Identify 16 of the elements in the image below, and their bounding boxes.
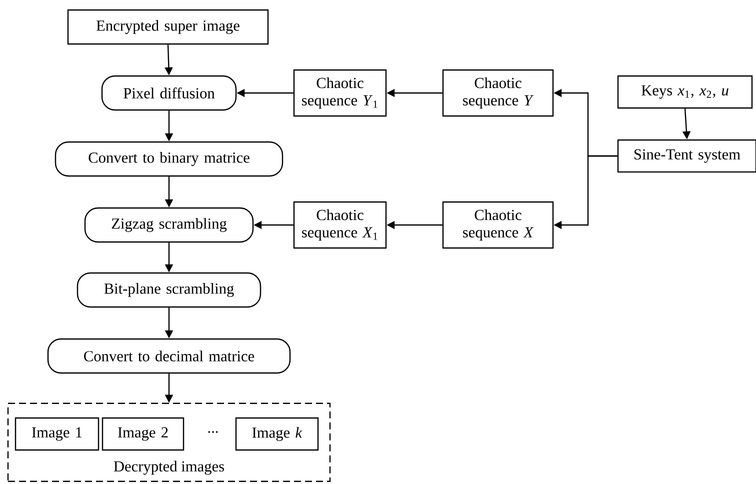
process-step: Convert to binary matrice (54, 141, 284, 177)
process-step: Zigzag scrambling (84, 207, 254, 243)
process-box: Encrypted super image (67, 9, 269, 45)
process-box: Chaotic sequence Y$_{1}$ (293, 69, 387, 117)
process-box: Keys x$_{1}$, x$_{2}$, u (617, 75, 753, 109)
ellipsis: ... (208, 431, 218, 433)
process-box: Chaotic sequence Y (442, 69, 554, 117)
process-step: Pixel diffusion (101, 75, 237, 111)
process-box: Image 1 (14, 417, 100, 451)
process-box: Sine-Tent system (617, 139, 756, 173)
process-step: Bit-plane scrambling (76, 272, 262, 308)
process-box: Image k (235, 417, 319, 451)
process-box: Image 2 (102, 417, 184, 451)
process-step: Convert to decimal matrice (47, 338, 291, 374)
process-box: Chaotic sequence X$_{1}$ (293, 201, 387, 249)
process-box: Chaotic sequence X (442, 201, 554, 249)
